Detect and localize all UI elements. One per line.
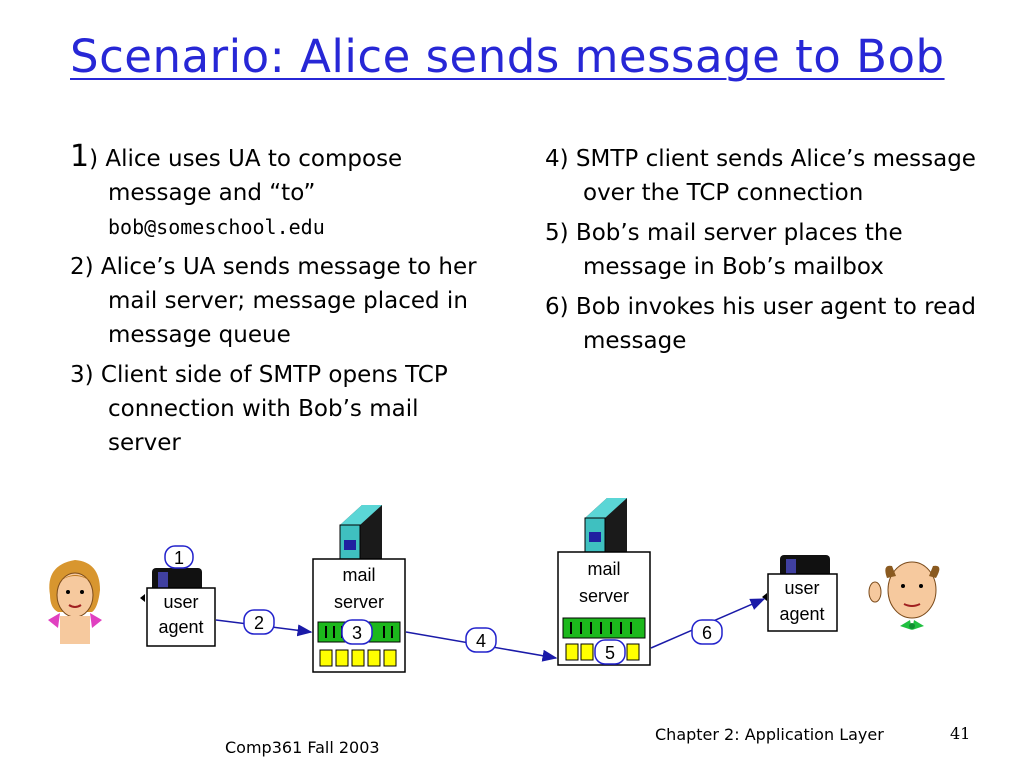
svg-text:3: 3 [352,623,362,643]
svg-text:5: 5 [605,643,615,663]
footer-chapter: Chapter 2: Application Layer [655,725,884,744]
bob-server-label-line2: server [579,586,629,606]
smtp-flow-diagram: user agent mail server mail server [48,498,940,673]
alice-mail-server: mail server [312,505,406,673]
alice-server-label-line1: mail [342,565,375,585]
step-4: 4) SMTP client sends Alice’s message ove… [545,146,976,206]
badge-1: 1 [164,545,194,569]
step-1: 1) Alice uses UA to compose message and … [70,140,490,244]
steps-left-list: 1) Alice uses UA to compose message and … [70,140,490,466]
alice-server-label-line2: server [334,592,384,612]
slide-title: Scenario: Alice sends message to Bob [70,30,945,83]
badge-3: 3 [341,619,373,645]
step-1-text: ) Alice uses UA to compose message and “… [89,146,403,206]
bob-message-queue [562,617,646,639]
alice-icon [48,560,102,644]
bob-user-agent: user agent [762,555,838,632]
footer-course: Comp361 Fall 2003 [225,738,380,757]
bob-icon [868,561,940,630]
alice-ua-label-line1: user [163,592,198,612]
bob-ua-label-line2: agent [779,604,824,624]
page-number: 41 [950,724,971,743]
bob-mailboxes [565,643,640,661]
badge-2: 2 [243,609,275,635]
bob-ua-label-line1: user [784,578,819,598]
badge-6: 6 [691,619,723,645]
step-6: 6) Bob invokes his user agent to read me… [545,294,976,354]
step-1-number: 1 [70,139,90,174]
badge-5: 5 [594,639,626,665]
alice-mailboxes [319,649,397,667]
svg-text:4: 4 [476,631,486,651]
svg-text:6: 6 [702,623,712,643]
badge-4: 4 [465,627,497,653]
svg-text:2: 2 [254,613,264,633]
steps-right-list: 4) SMTP client sends Alice’s message ove… [545,142,985,364]
step-5: 5) Bob’s mail server places the message … [545,220,903,280]
step-3: 3) Client side of SMTP opens TCP connect… [70,362,448,456]
alice-ua-label-line2: agent [158,617,203,637]
bob-server-label-line1: mail [587,559,620,579]
alice-user-agent: user agent [140,568,216,647]
svg-text:1: 1 [174,548,184,568]
email-address: bob@someschool.edu [108,215,325,239]
step-2: 2) Alice’s UA sends message to her mail … [70,254,477,348]
